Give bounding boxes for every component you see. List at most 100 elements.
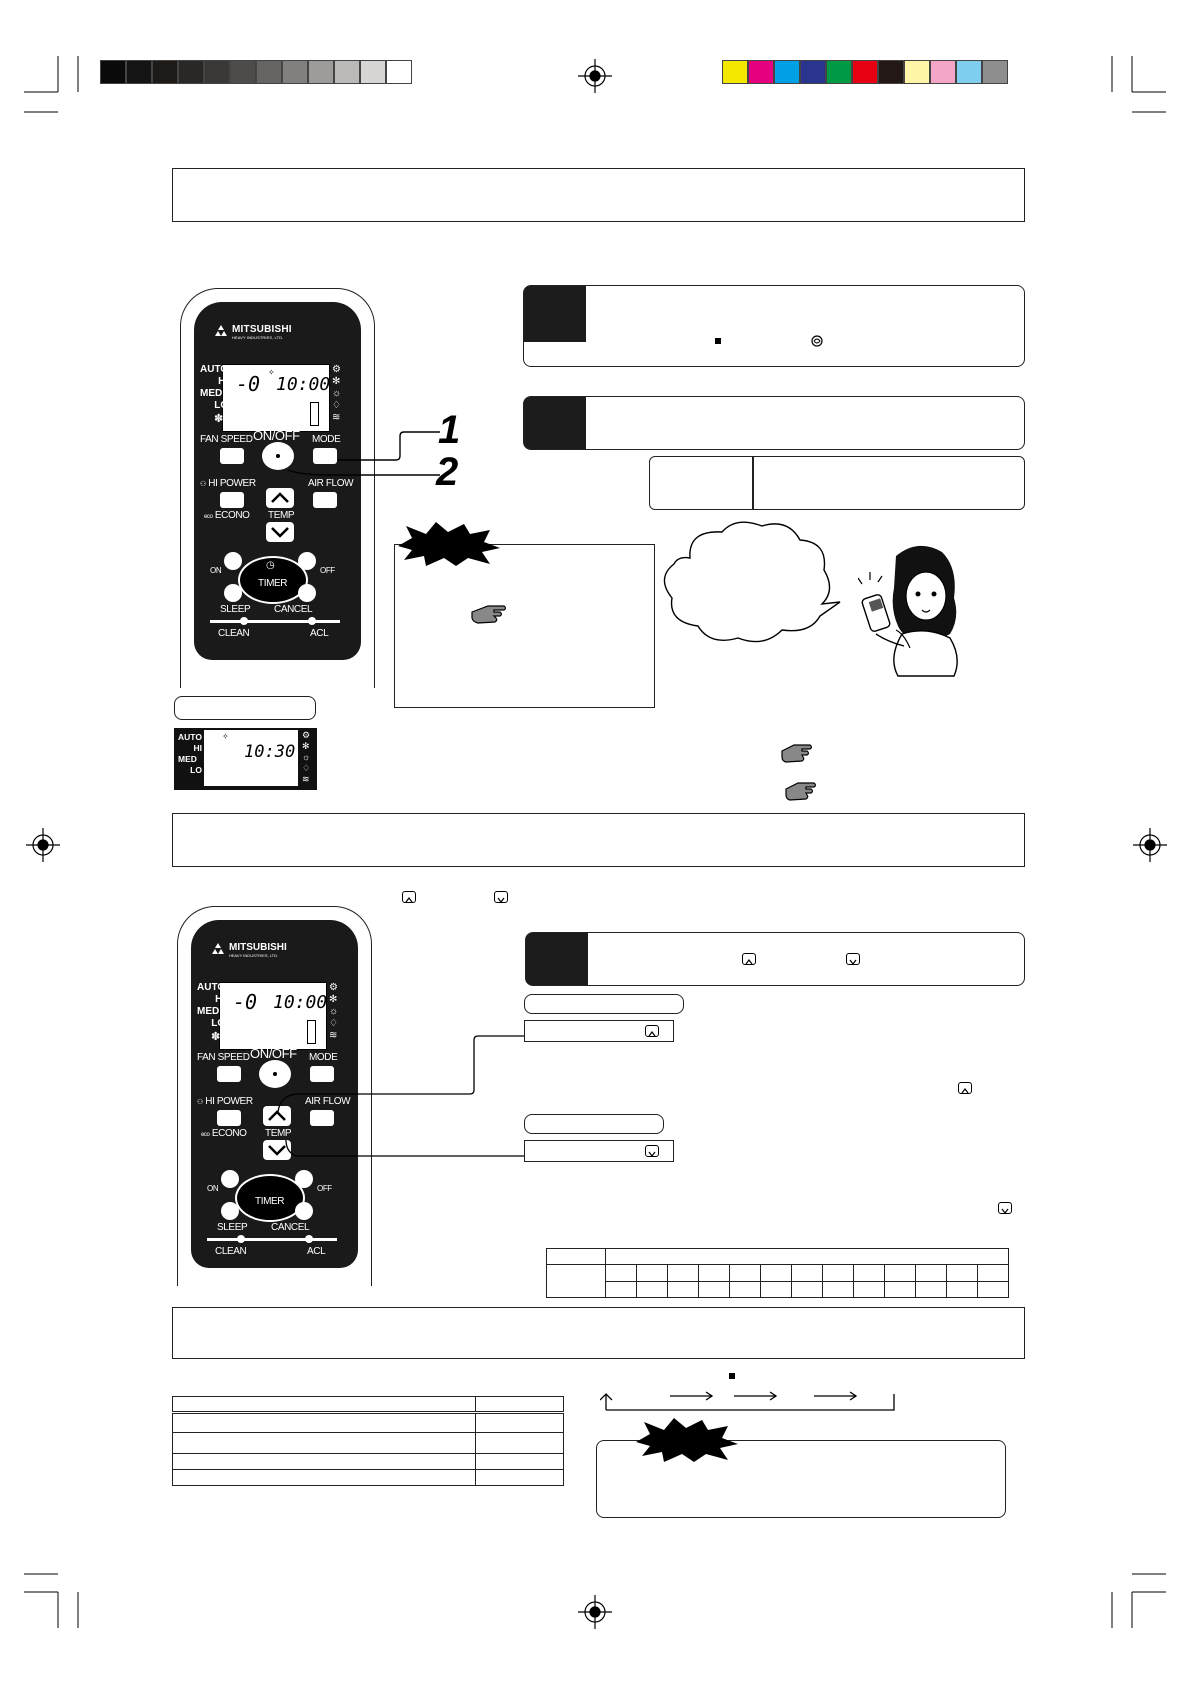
acl-button[interactable] — [305, 1235, 313, 1243]
temperature-table — [546, 1247, 1009, 1299]
color-swatch — [722, 60, 748, 84]
color-swatch — [256, 60, 282, 84]
off-label: OFF — [320, 566, 335, 575]
temp-down-button[interactable] — [263, 1140, 291, 1160]
temp-down-icon — [271, 527, 289, 538]
cancel-button[interactable] — [298, 584, 316, 602]
color-swatch — [308, 60, 334, 84]
color-swatch — [982, 60, 1008, 84]
color-swatch — [282, 60, 308, 84]
grayscale-color-bar — [100, 60, 412, 84]
clean-label: CLEAN — [218, 628, 250, 639]
color-swatch — [334, 60, 360, 84]
note-box-fan-speed — [596, 1440, 1006, 1518]
pointing-hand-icon — [781, 744, 813, 763]
mode-button[interactable] — [313, 448, 337, 464]
hi-power-label: ⚇ HI POWER — [200, 478, 256, 489]
cancel-button[interactable] — [295, 1202, 313, 1220]
lower-temp-pill — [524, 1114, 664, 1134]
section-header-fan-speed — [172, 1307, 1025, 1359]
small-lcd-time: 10:30 — [244, 742, 296, 762]
mode-label: MODE — [312, 434, 341, 445]
timer-on-button[interactable] — [224, 552, 242, 570]
detail-divider — [752, 457, 754, 509]
step-2-box — [523, 396, 1025, 450]
sleep-button[interactable] — [224, 584, 242, 602]
lcd-time: 10:00 — [273, 992, 328, 1013]
color-swatch — [152, 60, 178, 84]
timer-label: TIMER — [258, 578, 288, 589]
temp-down-icon — [494, 891, 508, 903]
remote-lcd — [222, 364, 330, 432]
note-burst-icon — [636, 1418, 738, 1462]
temp-down-icon — [846, 953, 860, 965]
brand-logo: MITSUBISHI HEAVY INDUSTRIES, LTD. — [212, 942, 287, 958]
air-flow-button[interactable] — [310, 1110, 334, 1126]
air-flow-button[interactable] — [313, 492, 337, 508]
color-swatch — [956, 60, 982, 84]
color-swatch — [930, 60, 956, 84]
timer-button[interactable] — [235, 1174, 305, 1222]
stop-square-icon — [715, 338, 721, 344]
color-swatch — [126, 60, 152, 84]
mode-button[interactable] — [310, 1066, 334, 1082]
clean-button[interactable] — [237, 1235, 245, 1243]
color-swatch — [904, 60, 930, 84]
temp-up-icon — [268, 1110, 286, 1121]
color-swatch — [826, 60, 852, 84]
callout-number-1: 1 — [438, 408, 461, 452]
lcd-time: 10:00 — [276, 374, 331, 395]
pointing-hand-icon — [785, 782, 817, 801]
fan-speed-button[interactable] — [220, 448, 244, 464]
process-color-bar — [722, 60, 1008, 84]
timer-off-button[interactable] — [298, 552, 316, 570]
color-swatch — [178, 60, 204, 84]
on-off-button[interactable] — [259, 1060, 291, 1088]
hi-power-button[interactable] — [220, 492, 244, 508]
callout-number-2: 2 — [436, 450, 459, 494]
step-2-tab — [524, 397, 586, 449]
color-swatch — [230, 60, 256, 84]
fan-speed-button[interactable] — [217, 1066, 241, 1082]
timer-off-button[interactable] — [295, 1170, 313, 1188]
clock-icon: ◷ — [266, 560, 275, 571]
temp-down-icon — [998, 1202, 1012, 1214]
cancel-label: CANCEL — [274, 604, 313, 615]
temp-up-icon — [271, 492, 289, 503]
lcd-level-bar — [310, 402, 319, 426]
note-box-operation — [394, 544, 655, 708]
on-label: ON — [210, 566, 222, 575]
temp-up-icon — [645, 1025, 659, 1037]
color-swatch — [748, 60, 774, 84]
mode-icon — [811, 335, 823, 347]
raise-temp-pill — [524, 994, 684, 1014]
pointing-hand-icon — [471, 605, 507, 624]
timer-on-button[interactable] — [221, 1170, 239, 1188]
clean-button[interactable] — [240, 617, 248, 625]
fan-icon: ✽ — [211, 1031, 221, 1043]
acl-label: ACL — [310, 628, 329, 639]
girl-with-remote-illustration — [858, 545, 958, 677]
lcd-level-bar — [307, 1020, 316, 1044]
on-off-button[interactable] — [262, 442, 294, 470]
temp-up-button[interactable] — [266, 488, 294, 508]
temp-up-button[interactable] — [263, 1106, 291, 1126]
remote-lcd — [219, 982, 327, 1050]
temp-down-button[interactable] — [266, 522, 294, 542]
step-1-tab — [524, 286, 586, 342]
temp-label: TEMP — [268, 510, 295, 521]
sleep-button[interactable] — [221, 1202, 239, 1220]
step-temp-box — [525, 932, 1025, 986]
timer-button[interactable] — [238, 556, 308, 604]
air-flow-label: AIR FLOW — [308, 478, 354, 489]
stop-square-icon — [729, 1373, 735, 1379]
acl-button[interactable] — [308, 617, 316, 625]
hi-power-button[interactable] — [217, 1110, 241, 1126]
clean-acl-bar — [210, 620, 340, 623]
step-temp-tab — [526, 933, 588, 985]
